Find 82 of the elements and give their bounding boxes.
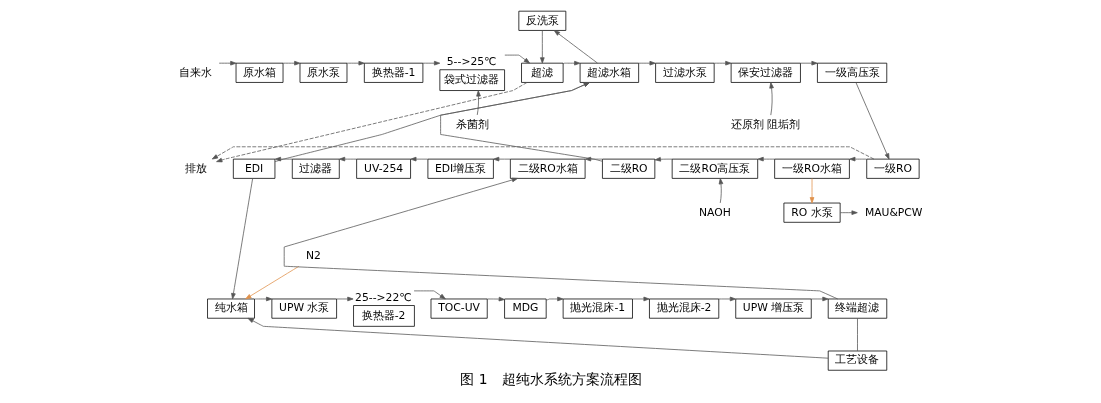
arrow bbox=[274, 82, 590, 162]
node-box: 超滤 bbox=[520, 62, 564, 83]
arrow bbox=[855, 82, 889, 160]
arrow bbox=[244, 266, 299, 300]
node-box: 原水箱 bbox=[235, 62, 283, 83]
arrow bbox=[654, 157, 672, 162]
node-label: 5-->25℃ bbox=[446, 55, 496, 69]
arrow bbox=[584, 156, 603, 162]
arrow bbox=[757, 156, 775, 162]
node-text: N2 bbox=[305, 249, 321, 263]
node-box: 纯水箱 bbox=[206, 298, 255, 319]
node-box: UPW 水泵 bbox=[271, 298, 337, 319]
node-text: MAU&PCW bbox=[864, 205, 922, 219]
arrow bbox=[768, 82, 774, 116]
arrow bbox=[810, 296, 829, 302]
arrow bbox=[283, 177, 838, 300]
node-box: 二级RO bbox=[601, 158, 655, 179]
node-box: 一级RO bbox=[865, 158, 919, 179]
arrow bbox=[413, 290, 446, 300]
node-box: 过滤器 bbox=[291, 158, 340, 179]
node-box: UPW 增压泵 bbox=[734, 298, 812, 319]
arrow bbox=[553, 30, 598, 64]
node-box: 袋式过滤器 bbox=[438, 69, 505, 91]
node-box: 二级RO高压泵 bbox=[671, 158, 758, 179]
arrow bbox=[503, 54, 530, 64]
arrow bbox=[637, 60, 656, 66]
node-box: 工艺设备 bbox=[827, 350, 887, 371]
arrow bbox=[848, 156, 867, 162]
node-box: RO 水泵 bbox=[783, 202, 841, 223]
arrow bbox=[218, 60, 236, 66]
connector bbox=[856, 318, 858, 352]
arrow bbox=[253, 296, 272, 302]
node-text: 杀菌剂 bbox=[455, 117, 489, 131]
node-box: TOC-UV bbox=[430, 298, 488, 319]
node-box: 终端超滤 bbox=[827, 298, 887, 319]
node-label: 25-->22℃ bbox=[354, 291, 411, 305]
arrow bbox=[486, 296, 505, 302]
arrow bbox=[346, 60, 365, 66]
arrow bbox=[545, 296, 563, 302]
node-text: 还原剂 阻垢剂 bbox=[730, 117, 801, 131]
arrow bbox=[282, 60, 300, 66]
arrow bbox=[439, 82, 603, 162]
node-box: 一级高压泵 bbox=[816, 62, 887, 83]
node-box: MDG bbox=[503, 298, 547, 319]
arrow bbox=[274, 156, 293, 162]
arrow bbox=[215, 82, 527, 163]
node-box: 过滤水泵 bbox=[654, 62, 715, 83]
node-box: UV-254 bbox=[355, 158, 411, 179]
node-box: 原水泵 bbox=[299, 62, 347, 83]
node-box: EDI增压泵 bbox=[427, 158, 494, 179]
node-box: 抛光混床-2 bbox=[648, 298, 719, 319]
node-box: 换热器-1 bbox=[363, 62, 423, 83]
arrow bbox=[562, 60, 580, 66]
node-box: EDI bbox=[232, 158, 275, 179]
arrow bbox=[718, 178, 723, 204]
arrow bbox=[492, 156, 511, 162]
node-box: 抛光混床-1 bbox=[562, 298, 633, 319]
node-box: 超滤水箱 bbox=[579, 62, 639, 83]
arrow bbox=[247, 317, 828, 359]
node-box: 反洗泵 bbox=[517, 10, 566, 31]
arrow bbox=[539, 30, 545, 64]
node-box: 保安过滤器 bbox=[730, 62, 801, 83]
node-box: 一级RO水箱 bbox=[773, 158, 850, 179]
arrow bbox=[717, 296, 736, 302]
arrow bbox=[713, 60, 731, 66]
node-box: 换热器-2 bbox=[352, 305, 415, 327]
arrow bbox=[631, 296, 650, 302]
arrow bbox=[335, 296, 353, 302]
arrow bbox=[338, 156, 357, 162]
node-text: 自来水 bbox=[178, 65, 212, 79]
arrow bbox=[422, 60, 440, 66]
arrow bbox=[799, 60, 818, 66]
arrow bbox=[839, 210, 858, 215]
arrow bbox=[230, 178, 253, 300]
arrow bbox=[475, 90, 481, 116]
node-text: 排放 bbox=[184, 161, 207, 175]
caption: 图 1 超纯水系统方案流程图 bbox=[459, 371, 642, 388]
node-box: 二级RO水箱 bbox=[509, 158, 585, 179]
node-text: NAOH bbox=[698, 205, 731, 219]
arrow bbox=[211, 146, 874, 160]
arrow bbox=[409, 156, 428, 162]
arrow bbox=[809, 178, 814, 204]
